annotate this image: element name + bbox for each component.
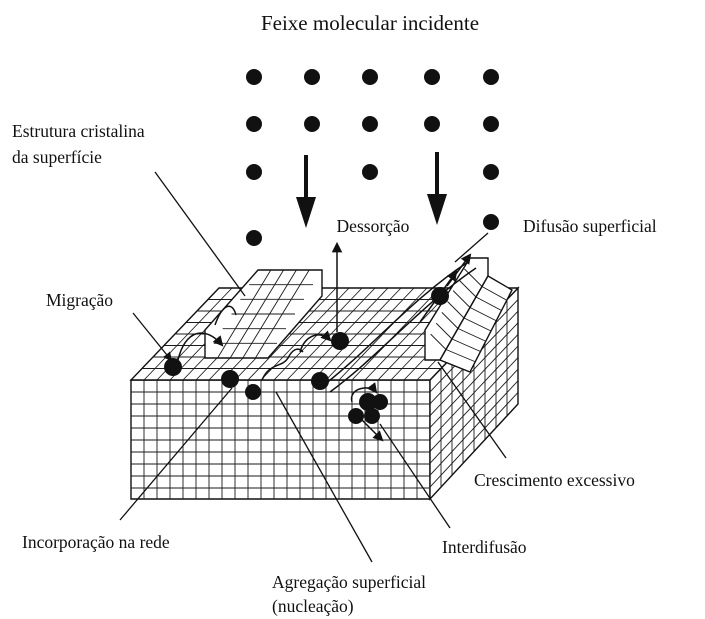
label-aggregation-line1: Agregação superficial [272, 572, 426, 592]
beam-atom [362, 69, 378, 85]
beam-atom [246, 69, 262, 85]
label-lattice-incorporation: Incorporação na rede [22, 532, 170, 552]
beam-arrows [296, 152, 447, 228]
leader-overgrowth [437, 361, 507, 459]
beam-atom [483, 164, 499, 180]
label-migration: Migração [46, 290, 113, 310]
beam-atom [246, 164, 262, 180]
atom-incorporated-2 [245, 384, 261, 400]
interdiffusion-arrow [359, 417, 384, 442]
beam-atom [483, 69, 499, 85]
process-paths [177, 241, 472, 442]
beam-atom [304, 69, 320, 85]
beam-atom [424, 69, 440, 85]
beam-atom [362, 164, 378, 180]
beam-atom [424, 116, 440, 132]
beam-atom [246, 230, 262, 246]
surface-atoms [164, 287, 449, 424]
interdiffusion-swap-path [350, 382, 378, 403]
leader-incorporation [119, 387, 233, 521]
label-aggregation-line2: (nucleação) [272, 596, 354, 616]
beam-atom [483, 214, 499, 230]
diffusion-groove-line-2 [329, 267, 477, 393]
migration-hop-path [177, 332, 224, 361]
label-crystal-structure-line1: Estrutura cristalina [12, 121, 145, 141]
label-surface-diffusion: Difusão superficial [523, 216, 657, 236]
label-desorption: Dessorção [337, 216, 410, 236]
leader-migration [132, 312, 173, 362]
atom-migration [164, 358, 182, 376]
leader-interdiffusion [379, 423, 451, 529]
label-overgrowth: Crescimento excessivo [474, 470, 635, 490]
label-interdiffusion: Interdifusão [442, 537, 527, 557]
beam-atom [246, 116, 262, 132]
aggregation-hop-path [261, 348, 304, 381]
leader-crystal-structure [154, 171, 246, 297]
diffusion-arrow-up [419, 270, 458, 323]
atom-desorption [331, 332, 349, 350]
beam-atom [304, 116, 320, 132]
atom-interdiffusion-3 [364, 408, 380, 424]
desorption-hop-path [299, 330, 332, 353]
atom-interdiffusion-1 [359, 393, 377, 411]
atom-interdiffusion-2 [372, 394, 388, 410]
beam-atom [362, 116, 378, 132]
atom-interdiffusion-4 [348, 408, 364, 424]
diagram-title: Feixe molecular incidente [261, 11, 479, 35]
leader-aggregation [275, 391, 373, 563]
atom-aggregation [311, 372, 329, 390]
step-hop-path [214, 305, 237, 326]
molecular-beam-atoms [246, 69, 499, 246]
beam-atom [483, 116, 499, 132]
diffusion-arrow-up-2 [446, 253, 472, 287]
leader-lines [119, 171, 507, 563]
atom-incorporated [221, 370, 239, 388]
leader-surface-diffusion [454, 232, 489, 263]
label-crystal-structure-line2: da superfície [12, 147, 102, 167]
